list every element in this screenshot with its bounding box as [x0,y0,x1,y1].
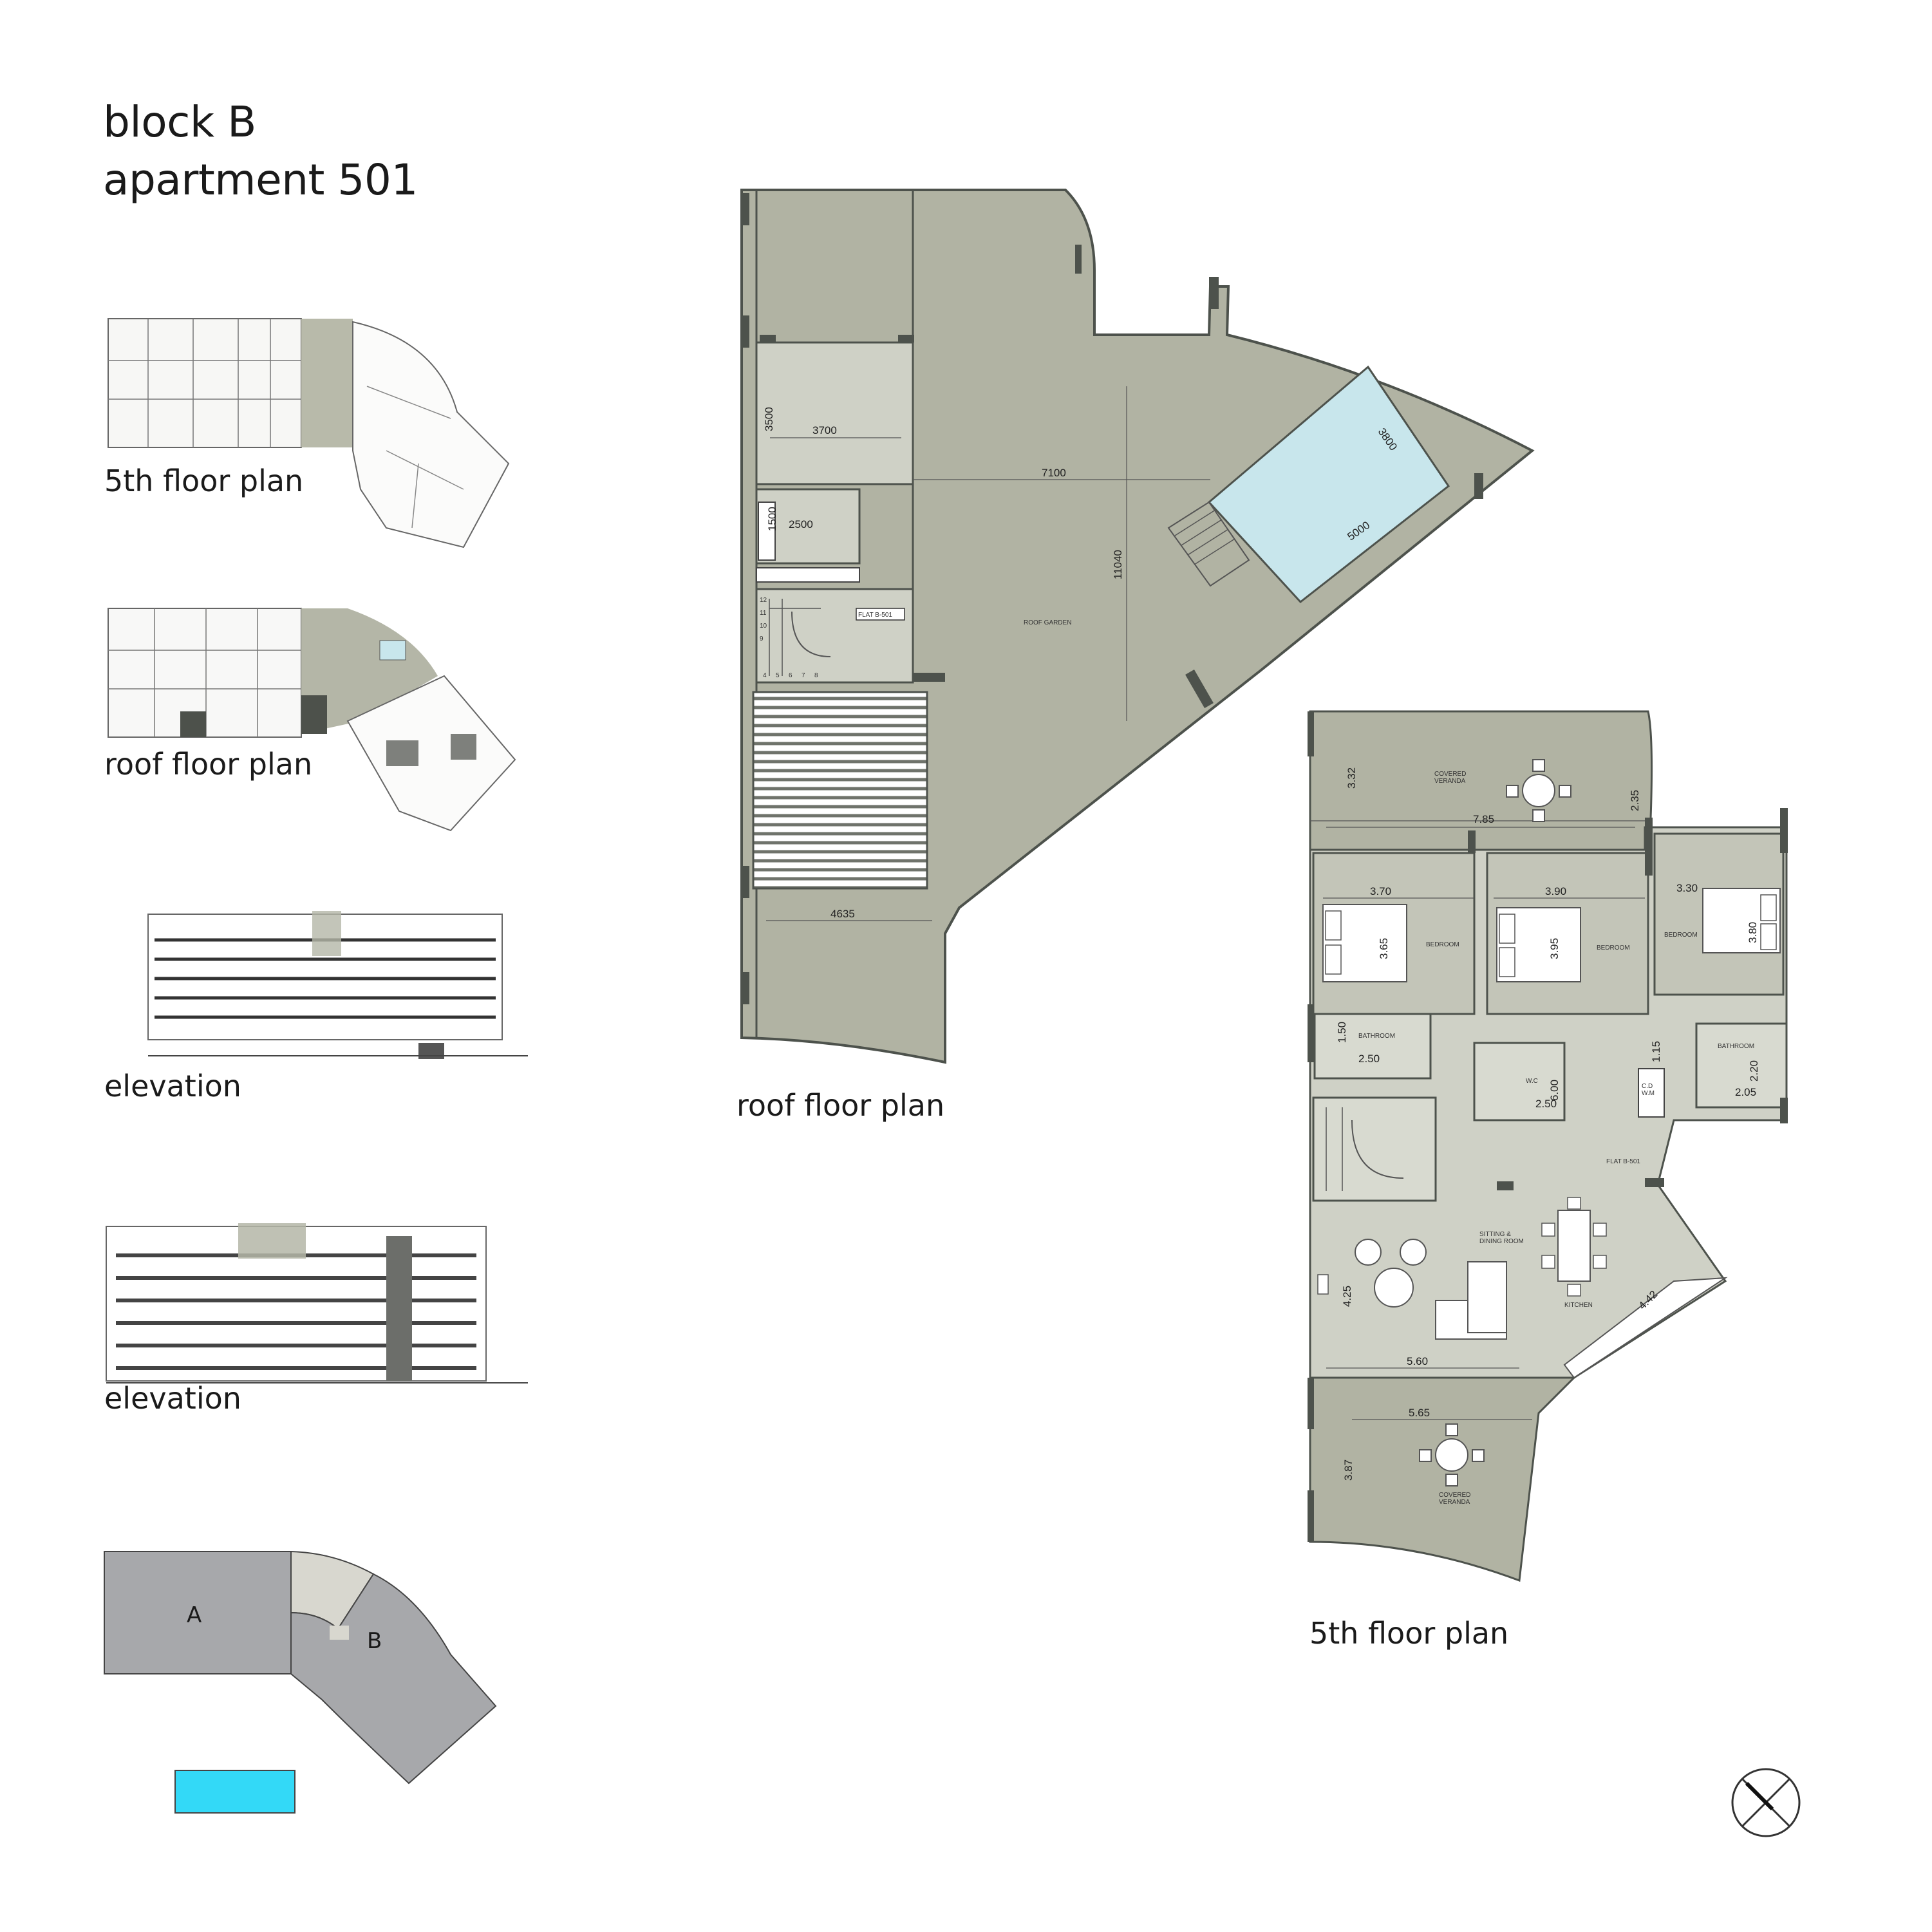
fifth-dim-4.25: 4.25 [1341,1286,1353,1307]
fifth-plan-caption: 5th floor plan [1309,1616,1509,1651]
roof-stair-step-6: 6 [789,672,792,679]
roof-stair-numbers: 12 11 10 9 4 5 6 7 8 [760,597,818,679]
thumb-elevation-1 [147,911,528,1059]
veranda-table-top [1506,759,1571,822]
fifth-dim-3.30: 3.30 [1676,882,1698,894]
thumb-elevation2-caption: elevation [104,1381,241,1416]
thumb-roof-floor-plan [108,608,516,832]
fifth-dim-5.60: 5.60 [1407,1355,1428,1367]
fifth-dim-1.15: 1.15 [1650,1041,1662,1062]
key-label-b: B [367,1628,382,1654]
roof-floor-plan: 3500 3700 7100 11040 3800 5000 1500 2500… [740,189,1535,1064]
thumb-roof-floor-caption: roof floor plan [104,747,313,782]
thumb-elevation1-caption: elevation [104,1069,241,1103]
roof-stair-step-7: 7 [802,672,805,679]
roof-pergola [752,691,928,890]
fifth-dim-2.50b: 2.50 [1535,1098,1557,1110]
fifth-label-bedroom3: BEDROOM [1664,932,1698,939]
fifth-dim-7.85: 7.85 [1473,813,1494,825]
page-title-line2: apartment 501 [103,155,418,205]
fifth-dim-2.35: 2.35 [1629,790,1641,811]
fifth-label-bathroom2: BATHROOM [1718,1043,1754,1050]
fifth-dim-2.50a: 2.50 [1358,1053,1380,1065]
fifth-dim-1.50: 1.50 [1336,1022,1348,1043]
roof-room-top [755,341,914,485]
fifth-dim-2.20: 2.20 [1748,1060,1760,1082]
veranda-table-bottom [1419,1423,1485,1487]
roof-dim-3700: 3700 [812,424,837,436]
roof-stair-step-8: 8 [814,672,818,679]
fifth-label-sitting: SITTING &DINING ROOM [1479,1231,1524,1245]
roof-plan-caption: roof floor plan [736,1088,945,1123]
fifth-wc [1473,1042,1566,1121]
fifth-veranda-top [1309,710,1653,851]
roof-dim-3500: 3500 [763,407,775,431]
roof-stair-step-10: 10 [760,623,767,630]
fifth-bathroom2 [1695,1022,1788,1109]
page-title-line1: block B [103,97,256,147]
key-block-a [104,1551,292,1674]
roof-dim-7100: 7100 [1042,467,1066,479]
fifth-dim-2.05: 2.05 [1735,1086,1756,1098]
roof-dim-2500: 2500 [789,518,813,530]
fifth-dim-5.65: 5.65 [1409,1407,1430,1419]
thumb-5th-floor-caption: 5th floor plan [104,464,304,498]
roof-dim-11040: 11040 [1112,550,1124,579]
roof-garden-label: ROOF GARDEN [1024,619,1071,626]
roof-stair-step-11: 11 [760,610,767,617]
north-arrow-icon [1731,1768,1801,1837]
fifth-label-wc: W.C [1526,1078,1538,1085]
roof-stair-step-12: 12 [760,597,767,604]
roof-stair-step-9: 9 [760,635,764,642]
fifth-dim-6.00: 6.00 [1548,1080,1561,1101]
fifth-veranda-bottom [1309,1376,1577,1582]
fifth-bathroom1 [1313,1013,1432,1080]
fifth-label-flat-tag: FLAT B-501 [1606,1158,1640,1165]
roof-stair-step-4: 4 [763,672,767,679]
roof-dim-1500: 1500 [766,507,778,531]
key-label-a: A [187,1602,202,1628]
fifth-dim-3.32: 3.32 [1346,767,1358,789]
roof-stair-room [755,588,914,684]
roof-stair-step-5: 5 [776,672,780,679]
fifth-dim-3.90: 3.90 [1545,885,1566,897]
fifth-laundry [1638,1068,1665,1118]
fifth-label-bathroom1: BATHROOM [1358,1033,1395,1040]
thumb-elevation-2 [106,1223,528,1383]
key-plan: A B [104,1550,497,1814]
roof-pool [1207,365,1450,604]
key-pool [174,1770,295,1814]
fifth-dim-3.80: 3.80 [1747,922,1759,943]
fifth-dim-3.95: 3.95 [1548,938,1561,959]
fifth-dim-3.87: 3.87 [1342,1459,1355,1481]
roof-dim-4635: 4635 [830,908,855,920]
thumb-5th-floor-plan [108,318,510,549]
fifth-label-kitchen: KITCHEN [1564,1302,1593,1309]
fifth-label-bedroom2: BEDROOM [1597,944,1630,952]
roof-flat-tag: FLAT B-501 [858,612,892,619]
fifth-floor-plan: 3.32 7.85 2.35 3.70 3.90 3.30 3.65 3.95 … [1308,710,1788,1582]
fifth-label-bedroom1: BEDROOM [1426,941,1459,948]
fifth-dim-3.65: 3.65 [1378,938,1390,959]
fifth-dim-3.70: 3.70 [1370,885,1391,897]
fifth-stair [1312,1096,1437,1202]
